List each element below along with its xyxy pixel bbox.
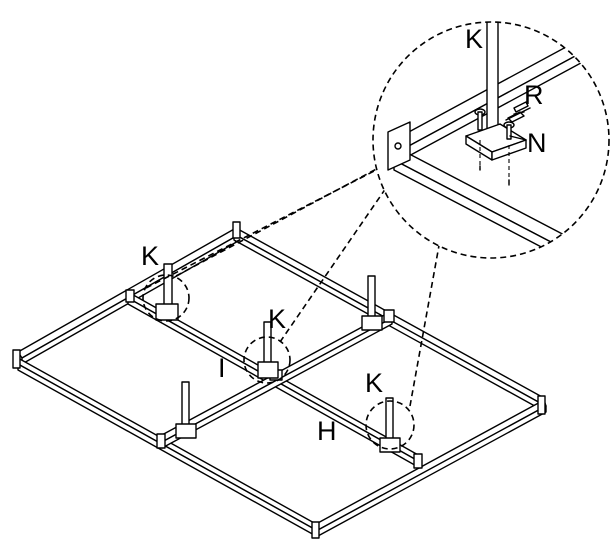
bracket-bottom-corner: [311, 521, 320, 539]
label-k-center: K: [268, 304, 286, 334]
label-k-detail: K: [465, 24, 483, 54]
bracket-top-corner: [232, 221, 241, 239]
label-n: N: [527, 128, 547, 158]
post-k-center-foot: [257, 361, 279, 379]
labels: K K K K I H R N: [141, 24, 547, 446]
detail-outline: [372, 21, 610, 259]
detail-post-k: [486, 22, 499, 135]
detail-screw-left: [474, 108, 486, 131]
joint-right-back: [383, 309, 395, 323]
label-h: H: [317, 416, 337, 446]
callout-left: [142, 274, 190, 322]
detail-view: [372, 21, 610, 259]
bracket-left-corner: [12, 349, 21, 369]
joint-front-left: [156, 433, 166, 449]
bracket-right-corner: [537, 395, 546, 415]
joint-left: [125, 289, 135, 303]
leader-left-upper: [145, 167, 381, 289]
post-k-right-foot: [379, 437, 401, 453]
label-r: R: [524, 80, 544, 110]
callout-center: [243, 336, 291, 384]
detail-bracket-hole: [394, 142, 402, 150]
detail-end-bracket: [387, 121, 411, 171]
corner-brackets: [12, 221, 546, 539]
callout-right: [365, 400, 415, 450]
posts: [155, 263, 401, 453]
pointer-r: [513, 111, 525, 115]
callout-leaders: [145, 149, 441, 407]
detail-base-plate-front: [491, 139, 527, 161]
post-upper-right-foot: [361, 315, 383, 331]
label-k-left: K: [141, 241, 159, 271]
leader-center: [279, 187, 387, 343]
post-lower-left-foot: [175, 423, 197, 439]
joint-front-right: [413, 453, 423, 469]
label-i: I: [218, 353, 226, 383]
callout-circles: [142, 274, 415, 450]
leader-right: [409, 239, 441, 407]
label-k-right: K: [365, 368, 383, 398]
pointer-n: [509, 135, 527, 141]
detail-screw-right: [503, 121, 515, 140]
leader-left-lower: [175, 149, 413, 277]
post-k-left-foot: [155, 303, 179, 321]
